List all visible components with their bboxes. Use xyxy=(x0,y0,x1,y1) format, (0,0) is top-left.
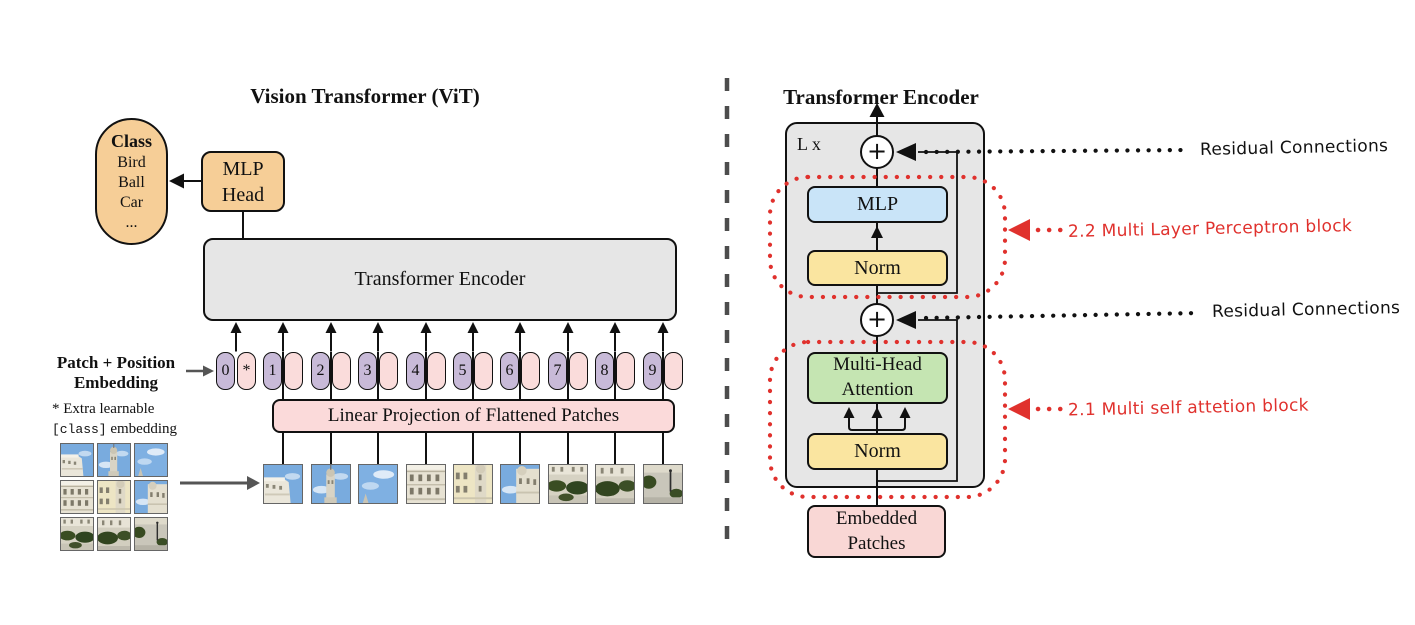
class-item-car: Car xyxy=(119,193,144,211)
patch-embedding-token xyxy=(664,352,683,390)
token-pair-6: 6 xyxy=(500,352,540,390)
patch-embedding-token xyxy=(427,352,446,390)
residual-add-bottom: + xyxy=(860,303,894,337)
transformer-encoder-box: Transformer Encoder xyxy=(203,238,677,321)
arrowhead-patches xyxy=(247,476,260,490)
patch-embedding-token xyxy=(379,352,398,390)
image-patch-6 xyxy=(500,464,540,504)
image-patch-9 xyxy=(643,464,683,504)
position-token-2: 2 xyxy=(311,352,330,390)
arrowhead-attention-block xyxy=(1008,398,1030,420)
position-token-1: 1 xyxy=(263,352,282,390)
arrowhead-to-class xyxy=(169,173,184,189)
image-patch-3 xyxy=(358,464,398,504)
patch-embedding-token xyxy=(332,352,351,390)
token-pair-3: 3 xyxy=(358,352,398,390)
image-patch-2 xyxy=(311,464,351,504)
class-token-code: [class] xyxy=(52,422,107,438)
position-token-6: 6 xyxy=(500,352,519,390)
token-pair-2: 2 xyxy=(311,352,351,390)
patch-embedding-token xyxy=(474,352,493,390)
image-patch-5 xyxy=(453,464,493,504)
extra-learnable-note: * Extra learnable [class] embedding xyxy=(52,401,178,438)
multi-head-attention-box: Multi-Head Attention xyxy=(807,352,948,404)
image-patch-4 xyxy=(406,464,446,504)
mlp-head-box: MLP Head xyxy=(201,151,285,212)
left-title: Vision Transformer (ViT) xyxy=(250,84,480,108)
token-pair-5: 5 xyxy=(453,352,493,390)
image-patch-1 xyxy=(263,464,303,504)
plus-icon: + xyxy=(866,137,888,165)
class-item-bird: Bird xyxy=(117,153,146,171)
grid-patch-7 xyxy=(60,517,94,551)
class-pill: Class Bird Ball Car ... xyxy=(95,118,168,245)
patch-embedding-token xyxy=(569,352,588,390)
token-pair-4: 4 xyxy=(406,352,446,390)
plus-icon: + xyxy=(866,305,888,333)
token-pair-9: 9 xyxy=(643,352,683,390)
embedded-patches-box: Embedded Patches xyxy=(807,505,946,558)
position-token-7: 7 xyxy=(548,352,567,390)
arrowhead-mlp-block xyxy=(1008,219,1030,241)
linear-projection-box: Linear Projection of Flattened Patches xyxy=(272,399,675,433)
image-patch-7 xyxy=(548,464,588,504)
right-title: Transformer Encoder xyxy=(783,85,979,109)
mlp-box: MLP xyxy=(807,186,948,223)
patch-embedding-token xyxy=(521,352,540,390)
grid-patch-6 xyxy=(134,480,168,514)
position-token-8: 8 xyxy=(595,352,614,390)
annotation-attention-block: 2.1 Multi self attetion block xyxy=(1067,395,1309,421)
patch-embedding-token xyxy=(284,352,303,390)
class-embedding-token: * xyxy=(237,352,256,390)
annotation-residual-top: Residual Connections xyxy=(1199,136,1389,160)
grid-patch-9 xyxy=(134,517,168,551)
position-token-5: 5 xyxy=(453,352,472,390)
grid-patch-8 xyxy=(97,517,131,551)
patch-embedding-token xyxy=(616,352,635,390)
class-item-ellipsis: ... xyxy=(125,213,138,231)
norm-top-box: Norm xyxy=(807,250,948,286)
image-patch-8 xyxy=(595,464,635,504)
residual-add-top: + xyxy=(860,135,894,169)
grid-patch-4 xyxy=(60,480,94,514)
position-token-3: 3 xyxy=(358,352,377,390)
norm-bottom-box: Norm xyxy=(807,433,948,470)
arrowhead-embedding xyxy=(203,365,214,377)
patch-position-embedding-label: Patch + Position Embedding xyxy=(56,353,176,392)
grid-patch-5 xyxy=(97,480,131,514)
token-pair-8: 8 xyxy=(595,352,635,390)
position-token-4: 4 xyxy=(406,352,425,390)
loop-count-label: L x xyxy=(797,134,821,154)
class-item-ball: Ball xyxy=(118,173,145,191)
grid-patch-3 xyxy=(134,443,168,477)
class-heading: Class xyxy=(110,131,152,152)
token-pair-7: 7 xyxy=(548,352,588,390)
annotation-mlp-block: 2.2 Multi Layer Perceptron block xyxy=(1067,216,1353,242)
grid-patch-2 xyxy=(97,443,131,477)
position-token-0: 0 xyxy=(216,352,235,390)
annotation-residual-bottom: Residual Connections xyxy=(1211,298,1401,322)
token-pair-0: 0* xyxy=(216,352,256,390)
token-pair-1: 1 xyxy=(263,352,303,390)
grid-patch-1 xyxy=(60,443,94,477)
position-token-9: 9 xyxy=(643,352,662,390)
